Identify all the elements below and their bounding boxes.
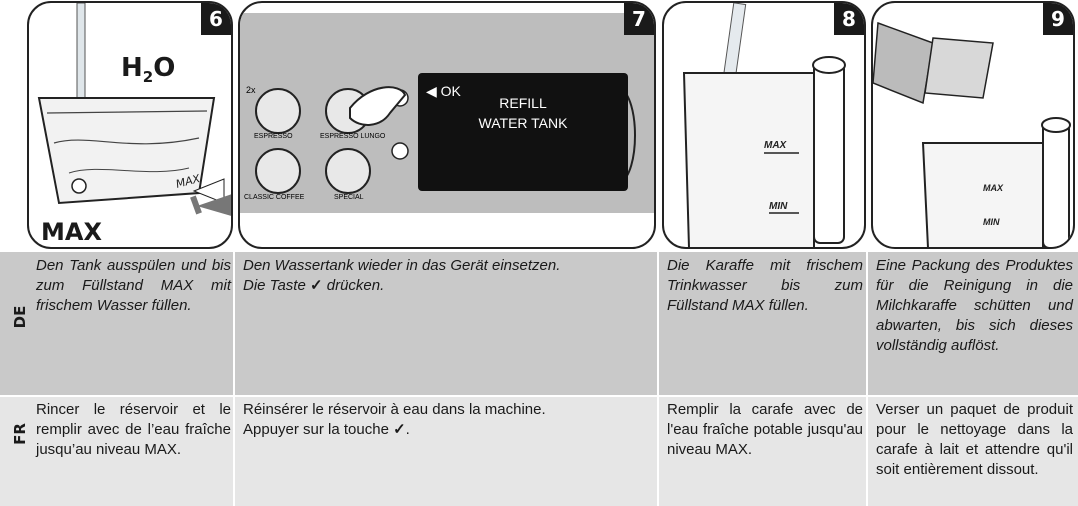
lang-de: DE — [11, 305, 29, 329]
column-divider — [866, 252, 868, 506]
step-number: 7 — [624, 3, 654, 35]
svg-text:MIN: MIN — [769, 201, 788, 212]
de-step7-text: Den Wassertank wieder in das Gerät einse… — [243, 257, 561, 294]
step-6-panel: MAX 6 H2O MAX — [27, 1, 233, 249]
screen-ok: ◀ OK — [426, 83, 461, 99]
check-icon: ✓ — [309, 277, 323, 294]
svg-text:MIN: MIN — [983, 217, 1000, 227]
svg-text:MAX: MAX — [174, 172, 202, 191]
fr-row — [0, 397, 1078, 506]
step-number: 8 — [834, 3, 864, 35]
screen-line2: WATER TANK — [478, 115, 568, 131]
carafe-with-sachet-illustration: MAX MIN — [873, 21, 1071, 247]
espresso-button-label[interactable]: ESPRESSO — [254, 133, 293, 140]
step-8-panel: MAX MIN 8 — [662, 1, 866, 249]
special-button-label[interactable]: SPECIAL — [334, 194, 364, 201]
de-step9-text: Eine Packung des Produktes für die Reini… — [876, 257, 1073, 354]
svg-text:MAX: MAX — [764, 140, 788, 151]
carafe-illustration: MAX MIN — [682, 3, 846, 247]
water-tank-illustration: MAX — [37, 3, 225, 205]
lang-fr: FR — [11, 423, 29, 445]
max-label: MAX — [41, 218, 102, 246]
classic-coffee-button-label[interactable]: CLASSIC COFFEE — [244, 194, 305, 201]
fr-step9-text: Verser un paquet de produit pour le nett… — [876, 401, 1073, 478]
de-step6-text: Den Tank ausspülen und bis zum Füllstand… — [36, 257, 231, 314]
h2o-label: H2O — [121, 53, 176, 87]
badge-2x: 2x — [246, 85, 256, 95]
step-number: 9 — [1043, 3, 1073, 35]
screen-line1: REFILL — [499, 95, 547, 111]
column-divider — [233, 252, 235, 506]
column-divider — [657, 252, 659, 506]
de-row — [0, 252, 1078, 395]
machine-buttons — [255, 86, 636, 194]
step-9-panel: MAX MIN 9 — [871, 1, 1075, 249]
de-step8-text: Die Karaffe mit frischem Trinkwasser bis… — [667, 257, 863, 314]
svg-text:MAX: MAX — [983, 183, 1004, 193]
fr-step6-text: Rincer le réservoir et le remplir avec d… — [36, 401, 231, 458]
display-screen — [418, 73, 628, 191]
fr-step7-text: Réinsérer le réservoir à eau dans la mac… — [243, 401, 546, 438]
check-icon: ✓ — [393, 421, 406, 438]
step-number: 6 — [201, 3, 231, 35]
espresso-lungo-button-label[interactable]: ESPRESSO LUNGO — [320, 133, 386, 140]
arrow-icon — [190, 194, 231, 216]
fr-step8-text: Remplir la carafe avec de l'eau fraîche … — [667, 401, 863, 458]
step-7-panel: 2x ESPRESSO ESPRESSO LUNGO CLASSIC COFFE… — [238, 1, 656, 249]
